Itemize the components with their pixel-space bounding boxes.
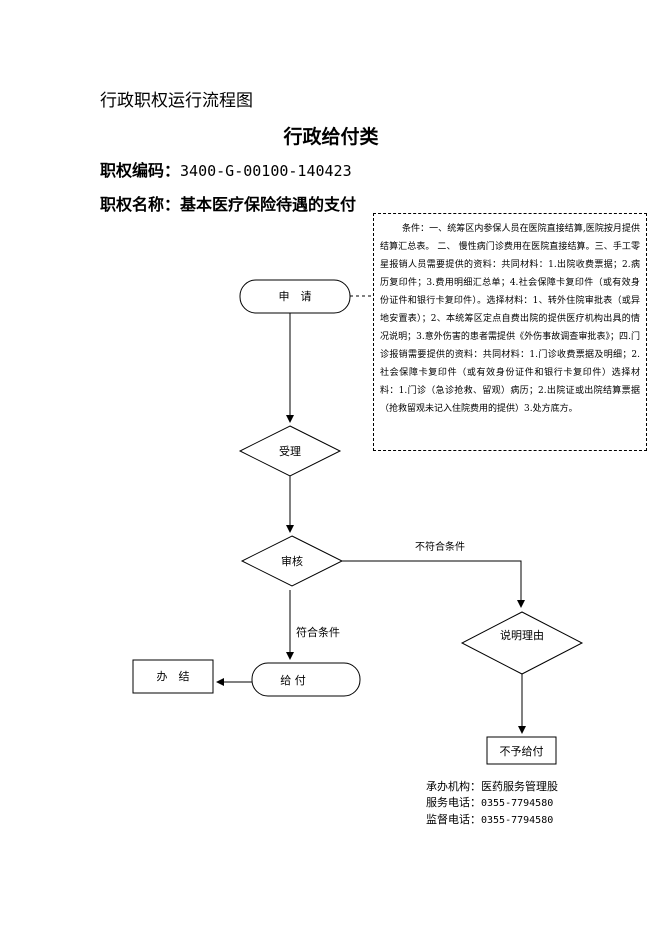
power-code-label: 职权编码： <box>100 161 181 180</box>
power-code-value: 3400-G-00100-140423 <box>180 162 352 180</box>
nopay-node-shape <box>486 736 557 765</box>
nopay-node-label: 不予给付 <box>499 745 544 758</box>
review-node-shape <box>240 535 344 587</box>
service-phone-value: 0355-7794580 <box>481 798 554 809</box>
supervise-phone-label: 监督电话： <box>426 813 481 826</box>
document-header: 行政职权运行流程图 <box>100 91 253 111</box>
power-code-row: 职权编码：3400-G-00100-140423 <box>100 157 352 181</box>
edge-label-not-met: 不符合条件 <box>415 542 465 553</box>
explain-node-shape <box>460 611 584 675</box>
pay-node-shape <box>251 662 361 697</box>
supervise-phone-row: 监督电话：0355-7794580 <box>426 812 558 829</box>
accept-node-label: 受理 <box>279 445 301 458</box>
agency-row: 承办机构：医药服务管理股 <box>426 779 558 795</box>
explain-node-label: 说明理由 <box>500 629 544 642</box>
power-name-row: 职权名称：基本医疗保险待遇的支付 <box>100 191 356 215</box>
done-node-shape <box>132 659 214 694</box>
service-phone-row: 服务电话：0355-7794580 <box>426 795 558 812</box>
edge-label-met: 符合条件 <box>296 626 340 639</box>
service-phone-label: 服务电话： <box>426 796 481 809</box>
edge-review-explain <box>342 560 525 608</box>
done-node-label: 办 结 <box>156 670 190 683</box>
pay-node-label: 给 付 <box>280 674 306 687</box>
power-name-value: 基本医疗保险待遇的支付 <box>180 195 357 214</box>
agency-label: 承办机构： <box>426 780 481 793</box>
apply-node-label: 申 请 <box>278 290 312 303</box>
contact-footer: 承办机构：医药服务管理股 服务电话：0355-7794580 监督电话：0355… <box>426 779 558 829</box>
page-title: 行政给付类 <box>283 126 379 148</box>
agency-value: 医药服务管理股 <box>481 780 558 793</box>
supervise-phone-value: 0355-7794580 <box>481 815 554 826</box>
review-node-label: 审核 <box>281 555 303 568</box>
power-name-label: 职权名称： <box>100 195 181 214</box>
conditions-note: 条件：一、统筹区内参保人员在医院直接结算,医院按月提供结算汇总表。 二、 慢性病… <box>373 213 647 451</box>
